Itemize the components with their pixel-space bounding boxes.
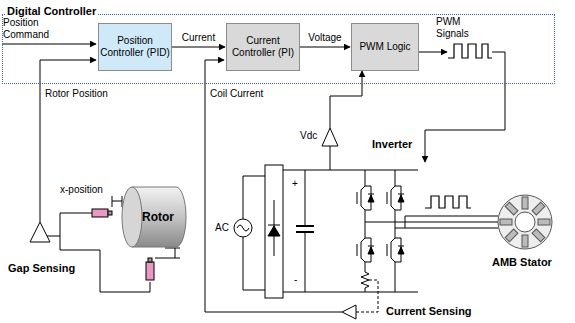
igbt-switch (387, 232, 404, 268)
process-box: Current Controller (PI) (226, 23, 300, 71)
controller-group: Digital ControllerPosition Controller (P… (2, 14, 555, 84)
phase-wire (405, 216, 498, 228)
box-label: Position Controller (PID) (99, 35, 171, 59)
stator-poles (500, 197, 550, 247)
stator-pole (522, 235, 528, 247)
diode-symbol (268, 226, 280, 236)
vdc-feedback-wire (330, 71, 362, 128)
dimension-line (112, 201, 122, 202)
signal-name: Voltage (306, 32, 343, 44)
part-name: Inverter (372, 138, 412, 151)
stator-pole (505, 202, 518, 215)
signal-arrow (300, 47, 350, 48)
process-box: PWM Logic (351, 23, 419, 71)
phase-wire (395, 228, 498, 229)
capacitor (305, 170, 306, 226)
signal-wires (2, 44, 505, 312)
pwm-waveform (448, 44, 492, 58)
inverter-leg (365, 288, 366, 292)
amplifier-symbol (30, 222, 50, 242)
power-wire (243, 237, 265, 290)
signal-name: Coil Current (210, 88, 263, 100)
current-sense-wire (356, 280, 378, 312)
dc-bus (283, 292, 418, 293)
signal-name: Position Command (3, 17, 63, 41)
capacitor (296, 225, 314, 227)
stator-pole (500, 219, 512, 225)
pwm-output-arrow (418, 52, 447, 53)
sensor-cable (47, 213, 92, 236)
igbt-switch (387, 180, 404, 216)
part-name: AC (215, 222, 229, 234)
dimension-line (155, 258, 180, 259)
box-label: Rotor (134, 211, 174, 223)
gap-sensor (92, 209, 108, 217)
igbt-switch (357, 180, 374, 216)
gap-sensor (146, 262, 154, 280)
stator-bore (515, 212, 535, 232)
capacitor (305, 232, 306, 292)
stator-ring (498, 195, 552, 249)
process-box: Position Controller (PID) (98, 23, 172, 71)
part-name: Current Sensing (386, 305, 472, 318)
polarity-sign: - (294, 274, 297, 286)
current-amplifier (342, 305, 356, 319)
dc-bus (283, 170, 418, 171)
group-heading: Digital Controller (5, 5, 98, 18)
inverter-leg (395, 268, 396, 292)
igbt-switch (357, 232, 374, 268)
box-label: Current Controller (PI) (227, 35, 299, 59)
part-name: AMB Stator (492, 256, 552, 269)
signal-name: Current (180, 32, 217, 44)
rotor-cylinder: Rotor (120, 186, 188, 248)
pwm-route-wire (425, 52, 505, 162)
inverter-leg (365, 268, 366, 272)
command-arrow (2, 44, 96, 45)
signal-name: Rotor Position (45, 88, 108, 100)
vdc-feedback-wire (330, 146, 331, 170)
shunt-resistor (361, 272, 369, 288)
inverter-leg (365, 216, 366, 232)
phase-wire (365, 222, 498, 223)
ac-sine (237, 225, 249, 231)
stator-pole (532, 229, 545, 242)
polarity-sign: + (292, 178, 298, 190)
stator-pole (522, 197, 528, 209)
inverter-leg (395, 216, 396, 232)
ac-source (234, 219, 252, 237)
position-feedback-wire (40, 60, 96, 222)
dimension-line (175, 248, 176, 258)
gap-sensor-tip (108, 211, 112, 215)
power-stage (234, 128, 498, 319)
inverter-leg (395, 170, 396, 180)
output-waveform (425, 196, 471, 208)
rectifier (265, 165, 283, 298)
dimension-line (165, 248, 180, 249)
inverter-leg (365, 170, 366, 180)
current-feedback-wire (205, 60, 342, 312)
gap-sensor-tip (148, 258, 152, 262)
dimension-label: x-position (60, 184, 103, 196)
vdc-amplifier (322, 128, 338, 146)
stator-pole (532, 202, 545, 215)
amb-stator (498, 195, 552, 249)
power-wire (243, 176, 265, 219)
part-name: Gap Sensing (8, 262, 75, 275)
stator-pole (538, 219, 550, 225)
stator-pole (505, 229, 518, 242)
signal-arrow (172, 47, 225, 48)
box-label: PWM Logic (359, 41, 410, 53)
signal-name: PWM Signals (436, 16, 482, 40)
signal-name: Vdc (300, 130, 317, 142)
rotor-face (122, 187, 142, 247)
